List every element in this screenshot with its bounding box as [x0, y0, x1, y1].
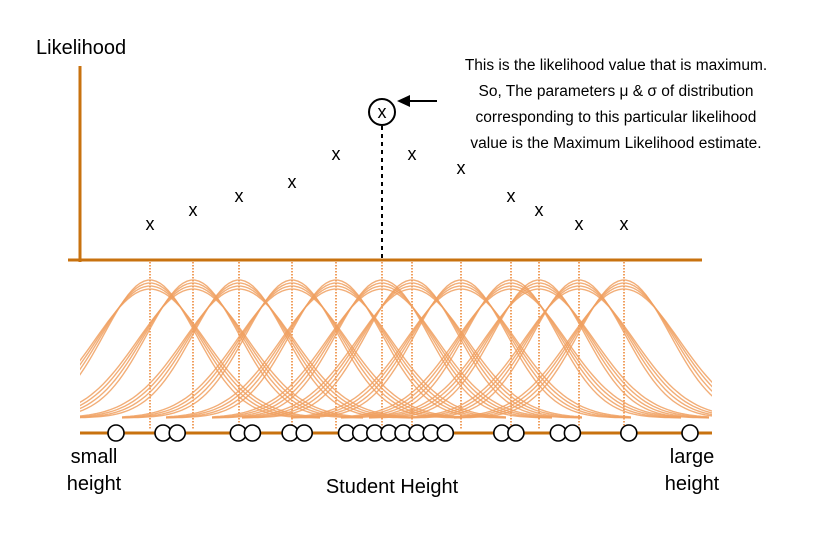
- likelihood-point-marker: x: [575, 214, 584, 234]
- small-height-label-line-1: small: [71, 446, 118, 468]
- likelihood-point-marker: x: [457, 158, 466, 178]
- gaussian-curve: [80, 279, 321, 419]
- max-likelihood-circle: [368, 98, 396, 126]
- annotation-line-2: So, The parameters μ & σ of distribution: [479, 83, 754, 100]
- likelihood-point-marker: x: [408, 144, 417, 164]
- annotation-arrowhead: [397, 95, 410, 107]
- height-samples: [107, 424, 699, 442]
- annotation-line-4: value is the Maximum Likelihood estimate…: [470, 135, 761, 152]
- likelihood-point-marker: x: [288, 172, 297, 192]
- annotation-line-1: This is the likelihood value that is max…: [465, 57, 767, 74]
- x-axis-label: Student Height: [326, 476, 459, 498]
- likelihood-point-marker: x: [146, 214, 155, 234]
- annotation-text: This is the likelihood value that is max…: [465, 57, 767, 152]
- small-height-label-line-2: height: [67, 473, 122, 495]
- height-sample-circle: [168, 424, 186, 442]
- likelihood-point-marker: x: [235, 186, 244, 206]
- likelihood-point-marker: x: [507, 186, 516, 206]
- y-axis-label: Likelihood: [36, 37, 126, 59]
- mean-guides: [149, 262, 625, 430]
- height-sample-circle: [107, 424, 125, 442]
- large-height-label-line-1: large: [670, 446, 714, 468]
- gaussian-curve: [80, 282, 321, 419]
- likelihood-point-marker: x: [189, 200, 198, 220]
- height-sample-circle: [243, 424, 262, 442]
- height-sample-circle: [436, 424, 455, 442]
- likelihood-point-marker: x: [535, 200, 544, 220]
- height-sample-circle: [681, 424, 699, 442]
- gaussian-curves: [80, 279, 712, 419]
- likelihood-point-marker: x: [378, 102, 387, 122]
- annotation-line-3: corresponding to this particular likelih…: [476, 109, 757, 126]
- height-sample-circle: [507, 424, 525, 442]
- height-sample-circle: [563, 424, 582, 442]
- large-height-label-line-2: height: [665, 473, 720, 495]
- height-sample-circle: [295, 424, 314, 442]
- likelihood-point-marker: x: [332, 144, 341, 164]
- likelihood-point-marker: x: [620, 214, 629, 234]
- height-sample-circle: [619, 424, 638, 442]
